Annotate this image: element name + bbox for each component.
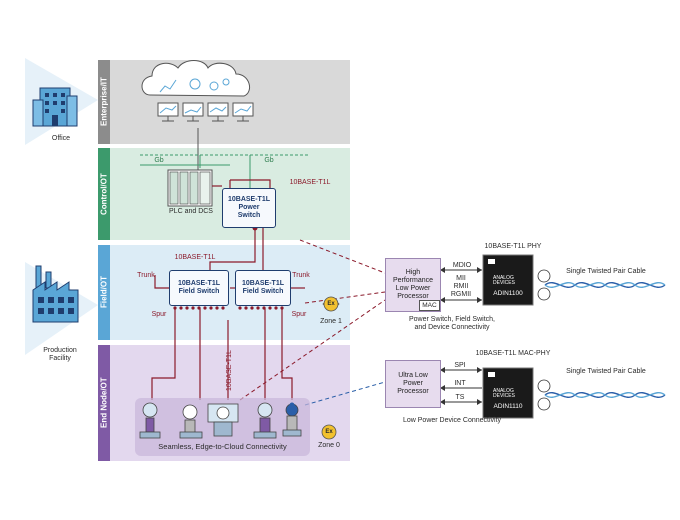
ex-zone1-symbol: Ex — [327, 301, 335, 307]
office-building-icon — [32, 87, 78, 127]
endnode-t1l-label: 10BASE-T1L — [226, 350, 233, 392]
high-performance-processor-label: High Performance Low Power Processor — [392, 269, 434, 300]
ts-label: TS — [455, 394, 465, 401]
spur-label-left: Spur — [151, 311, 167, 318]
phy-bottom-caption: Low Power Device Connectivity — [402, 417, 502, 424]
cable-label-top: Single Twisted Pair Cable — [566, 268, 646, 275]
spur-label-right: Spur — [291, 311, 307, 318]
adin1100-brand: ANALOG DEVICES — [493, 275, 515, 286]
mac-block: MAC — [419, 300, 440, 311]
cloud-analytics-icons — [159, 78, 252, 114]
ultra-low-power-processor: Ultra Low Power Processor — [385, 360, 441, 408]
plc-icon — [167, 169, 213, 207]
cloud-shape — [141, 60, 251, 97]
adin1110-chip-icon — [482, 367, 534, 419]
adin1110-name: ADIN1110 — [493, 403, 523, 410]
int-label: INT — [454, 380, 466, 387]
monitors-icon — [157, 102, 254, 122]
field-switch-1: 10BASE-T1L Field Switch — [169, 270, 229, 306]
ex-zone0-icon — [321, 424, 337, 440]
twisted-pair-cable-top — [537, 269, 666, 301]
twisted-pair-cable-bottom — [537, 379, 666, 411]
adin1110-brand: ANALOG DEVICES — [493, 388, 515, 399]
gb-label-left: Gb — [154, 157, 164, 164]
phy-bottom-title: 10BASE-T1L MAC-PHY — [475, 350, 551, 357]
trunk-label-left: Trunk — [137, 272, 155, 279]
control-t1l-label: 10BASE-T1L — [289, 179, 331, 186]
office-label: Office — [51, 135, 71, 142]
gb-label-right: Gb — [264, 157, 274, 164]
ex-zone0-symbol: Ex — [325, 429, 333, 435]
zone1-label: Zone 1 — [320, 318, 342, 325]
factory-icon — [32, 265, 79, 323]
cable-label-bottom: Single Twisted Pair Cable — [566, 368, 646, 375]
mii-label: MII RMII RGMII — [450, 275, 472, 298]
adin1100-name: ADIN1100 — [493, 290, 523, 297]
adin1100-chip-icon — [482, 254, 534, 306]
ex-zone1-icon — [322, 296, 340, 312]
field-devices-icons — [139, 402, 302, 439]
mdio-label: MDIO — [452, 262, 472, 269]
endnode-band-label: End Node/OT — [99, 377, 109, 429]
ultra-low-power-processor-label: Ultra Low Power Processor — [397, 372, 429, 395]
phy-top-title: 10BASE-T1L PHY — [484, 243, 542, 250]
edge-to-cloud-caption: Seamless, Edge-to-Cloud Connectivity — [158, 442, 287, 451]
spi-label: SPI — [454, 362, 466, 369]
production-facility-label: Production Facility — [43, 347, 77, 362]
control-band-label: Control/OT — [99, 173, 109, 215]
plc-dcs-label: PLC and DCS — [169, 208, 213, 215]
phy-top-caption: Power Switch, Field Switch, and Device C… — [409, 316, 495, 331]
zone0-label: Zone 0 — [318, 442, 340, 449]
power-switch: 10BASE-T1L Power Switch — [222, 188, 276, 228]
enterprise-band-label: Enterprise/IT — [99, 77, 109, 127]
field-t1l-label: 10BASE-T1L — [174, 254, 216, 261]
trunk-label-right: Trunk — [292, 272, 310, 279]
field-band-label: Field/OT — [99, 276, 109, 309]
field-switch-2: 10BASE-T1L Field Switch — [235, 270, 291, 306]
